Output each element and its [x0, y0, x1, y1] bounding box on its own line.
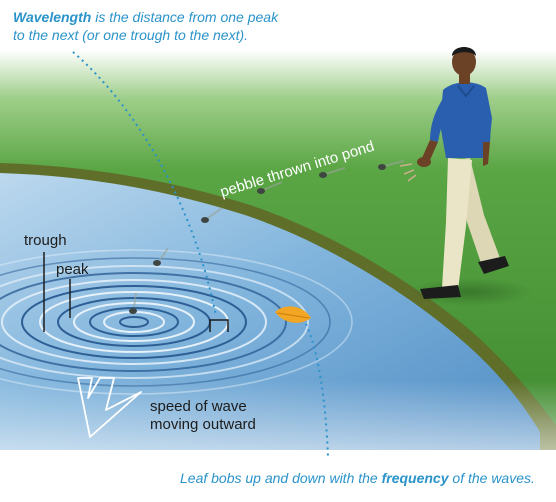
- frequency-term: frequency: [381, 470, 449, 486]
- wavelength-bracket: [209, 319, 229, 332]
- frequency-caption: Leaf bobs up and down with the frequency…: [180, 469, 535, 487]
- pebble-trajectory: [129, 160, 405, 314]
- trough-label: trough: [24, 232, 67, 249]
- wavelength-caption: Wavelength is the distance from one peak…: [13, 8, 278, 44]
- peak-label: peak: [56, 261, 89, 278]
- pebble-icon: [201, 207, 223, 223]
- person-figure: [399, 47, 532, 306]
- pebble-icon: [129, 292, 137, 314]
- outline-down-arrow-icon: [77, 377, 142, 438]
- pebble-icon: [257, 181, 283, 194]
- wavelength-callout-line: [72, 51, 217, 317]
- wavelength-term: Wavelength: [13, 9, 92, 25]
- pebble-icon: [153, 247, 169, 266]
- frequency-caption-suffix: of the waves.: [448, 470, 535, 486]
- bottom-fade: [0, 380, 556, 502]
- speed-label-line2: moving outward: [150, 416, 256, 433]
- speed-label-line1: speed of wave: [150, 398, 247, 415]
- speed-label: speed of wave moving outward: [150, 398, 256, 434]
- pebble-icon: [319, 167, 346, 178]
- leaf-icon: [275, 306, 311, 323]
- frequency-caption-prefix: Leaf bobs up and down with the: [180, 470, 382, 486]
- pebble-icon: [378, 160, 405, 170]
- wavelength-caption-line2: to the next (or one trough to the next).: [13, 27, 249, 43]
- wavelength-caption-line1: is the distance from one peak: [91, 9, 279, 25]
